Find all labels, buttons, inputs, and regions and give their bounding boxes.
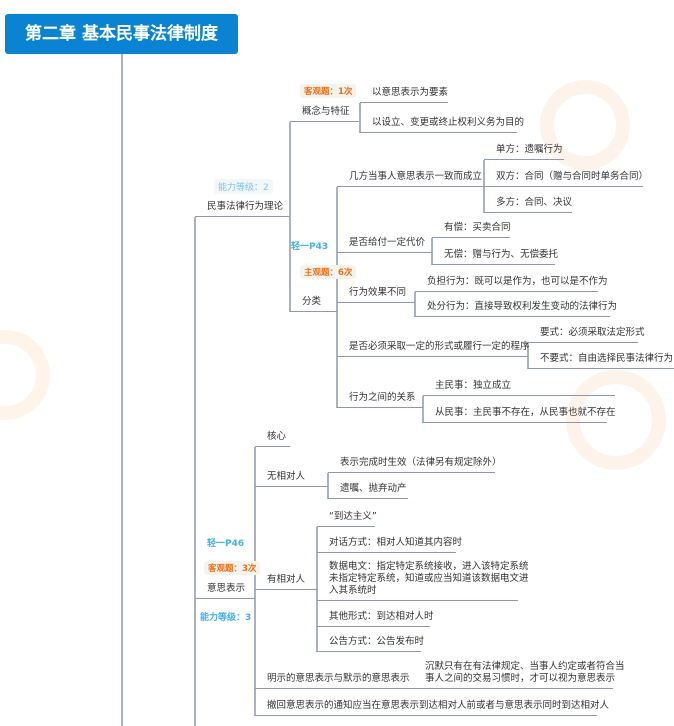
exam-frequency-tag: 客观题：1次 — [300, 84, 357, 98]
topic-item[interactable]: “到达主义” — [317, 507, 377, 527]
topic-item[interactable]: 双方：合同（赠与合同时单务合同） — [484, 167, 649, 187]
exam-frequency-tag: 主观题：6次 — [300, 265, 357, 279]
topic-item[interactable]: 以意思表示为要素 — [360, 83, 448, 103]
topic-label: 无偿：赠与行为、无偿委托 — [444, 249, 559, 260]
topic-label: 行为之间的关系 — [349, 392, 416, 403]
topic-civil-juristic-act-theory[interactable]: 民事法律行为理论 — [195, 197, 290, 217]
topic-label: 分类 — [302, 296, 322, 307]
topic-label: 双方：合同（赠与合同时单务合同） — [496, 171, 649, 182]
topic-item-data-message[interactable]: 数据电文：指定特定系统接收，进入该特定系统 未指定特定系统，知道或应当知道该数据… — [317, 559, 529, 601]
topic-item[interactable]: 单方：遗嘱行为 — [484, 140, 564, 160]
topic-item[interactable]: 多方：合同、决议 — [484, 193, 572, 213]
topic-declaration-of-intent[interactable]: 意思表示 — [195, 579, 255, 599]
topic-label: 意思表示 — [207, 583, 246, 594]
topic-label: 要式：必须采取法定形式 — [540, 327, 645, 338]
topic-label: 从民事：主民事不存在，从民事也就不存在 — [435, 407, 616, 418]
topic-group[interactable]: 几方当事人意思表示一致而成立 — [337, 167, 484, 187]
topic-item[interactable]: 遗嘱、抛弃动产 — [328, 479, 408, 499]
topic-label: 不要式：自由选择民事法律行为 — [540, 353, 674, 364]
topic-label: 处分行为：直接导致权利发生变动的法律行为 — [427, 301, 618, 312]
topic-label: 公告方式：公告发布时 — [329, 636, 425, 647]
topic-group[interactable]: 行为之间的关系 — [337, 388, 423, 408]
topic-label: 几方当事人意思表示一致而成立 — [349, 171, 483, 182]
topic-label: 明示的意思表示与默示的意思表示 — [267, 673, 410, 684]
topic-label: 单方：遗嘱行为 — [496, 144, 563, 155]
reference-label: 轻一P43 — [291, 242, 329, 252]
silence-note: 沉默只有在有法律规定、当事人约定或者符合当 事人之间的交易习惯时，才可以视为意思… — [425, 661, 625, 685]
exam-frequency-tag: 客观题：3次 — [204, 561, 261, 575]
topic-item[interactable]: 以设立、变更或终止权利义务为目的 — [360, 113, 525, 133]
topic-classification[interactable]: 分类 — [290, 292, 337, 312]
topic-label: 有偿：买卖合同 — [444, 222, 511, 233]
topic-label: 表示完成时生效（法律另有规定除外） — [340, 457, 502, 468]
topic-label: 以设立、变更或终止权利义务为目的 — [372, 117, 525, 128]
topic-label: 是否给付一定代价 — [349, 237, 426, 248]
topic-label: 多方：合同、决议 — [496, 197, 573, 208]
topic-item[interactable]: 负担行为：既可以是作为，也可以是不作为 — [415, 272, 608, 292]
topic-label: 主民事：独立成立 — [435, 380, 512, 391]
topic-item[interactable]: 主民事：独立成立 — [423, 376, 615, 396]
topic-withdrawal[interactable]: 撤回意思表示的通知应当在意思表示到达相对人前或者与意思表示同时到达相对人 — [255, 696, 610, 716]
topic-item[interactable]: 公告方式：公告发布时 — [317, 632, 425, 652]
topic-label: 民事法律行为理论 — [207, 201, 284, 212]
ability-level-label: 能力等级：3 — [200, 613, 252, 623]
topic-label: 以意思表示为要素 — [372, 87, 449, 98]
topic-item[interactable]: 要式：必须采取法定形式 — [528, 323, 645, 343]
note-line: 沉默只有在有法律规定、当事人约定或者符合当 — [425, 661, 625, 672]
topic-item[interactable]: 不要式：自由选择民事法律行为 — [528, 349, 674, 369]
topic-item[interactable]: 其他形式：到达相对人时 — [317, 607, 434, 627]
topic-with-counterparty[interactable]: 有相对人 — [255, 570, 317, 590]
topic-label: 无相对人 — [267, 471, 306, 482]
topic-item[interactable]: 处分行为：直接导致权利发生变动的法律行为 — [415, 297, 618, 317]
topic-item[interactable]: 从民事：主民事不存在，从民事也就不存在 — [423, 403, 616, 423]
topic-no-counterparty[interactable]: 无相对人 — [255, 467, 328, 487]
topic-label-line: 入其系统时 — [329, 585, 377, 596]
topic-item[interactable]: 有偿：买卖合同 — [432, 218, 511, 238]
topic-label: 遗嘱、抛弃动产 — [340, 483, 407, 494]
topic-express-implied[interactable]: 明示的意思表示与默示的意思表示 沉默只有在有法律规定、当事人约定或者符合当 事人… — [255, 659, 625, 689]
topic-label: 有相对人 — [267, 574, 306, 585]
topic-label-line: 未指定特定系统，知道或应当知道该数据电文进 — [329, 573, 529, 584]
root-topic[interactable]: 第二章 基本民事法律制度 — [5, 14, 238, 54]
topic-label: 其他形式：到达相对人时 — [329, 611, 434, 622]
topic-label: 负担行为：既可以是作为，也可以是不作为 — [427, 276, 608, 287]
topic-label: 核心 — [267, 431, 287, 442]
topic-group[interactable]: 行为效果不同 — [337, 283, 415, 303]
topic-label: 是否必须采取一定的形式或履行一定的程序 — [349, 341, 530, 352]
topic-label: 行为效果不同 — [349, 287, 407, 298]
topic-group[interactable]: 是否给付一定代价 — [337, 233, 432, 253]
topic-label: 对话方式：相对人知道其内容时 — [329, 537, 463, 548]
topic-concept[interactable]: 概念与特征 — [290, 102, 359, 122]
topic-item[interactable]: 表示完成时生效（法律另有规定除外） — [328, 453, 502, 473]
topic-item[interactable]: 对话方式：相对人知道其内容时 — [317, 533, 463, 553]
ability-level-label: 能力等级：2 — [214, 179, 273, 194]
topic-group[interactable]: 是否必须采取一定的形式或履行一定的程序 — [337, 337, 530, 357]
topic-item[interactable]: 无偿：赠与行为、无偿委托 — [432, 245, 559, 265]
note-line: 事人之间的交易习惯时，才可以视为意思表示 — [425, 673, 616, 684]
topic-label-line: 数据电文：指定特定系统接收，进入该特定系统 — [329, 561, 529, 572]
topic-label: “到达主义” — [329, 511, 377, 522]
topic-label: 撤回意思表示的通知应当在意思表示到达相对人前或者与意思表示同时到达相对人 — [267, 700, 610, 711]
topic-core[interactable]: 核心 — [255, 427, 290, 447]
topic-label: 概念与特征 — [302, 106, 350, 117]
reference-label: 轻一P46 — [207, 539, 245, 549]
